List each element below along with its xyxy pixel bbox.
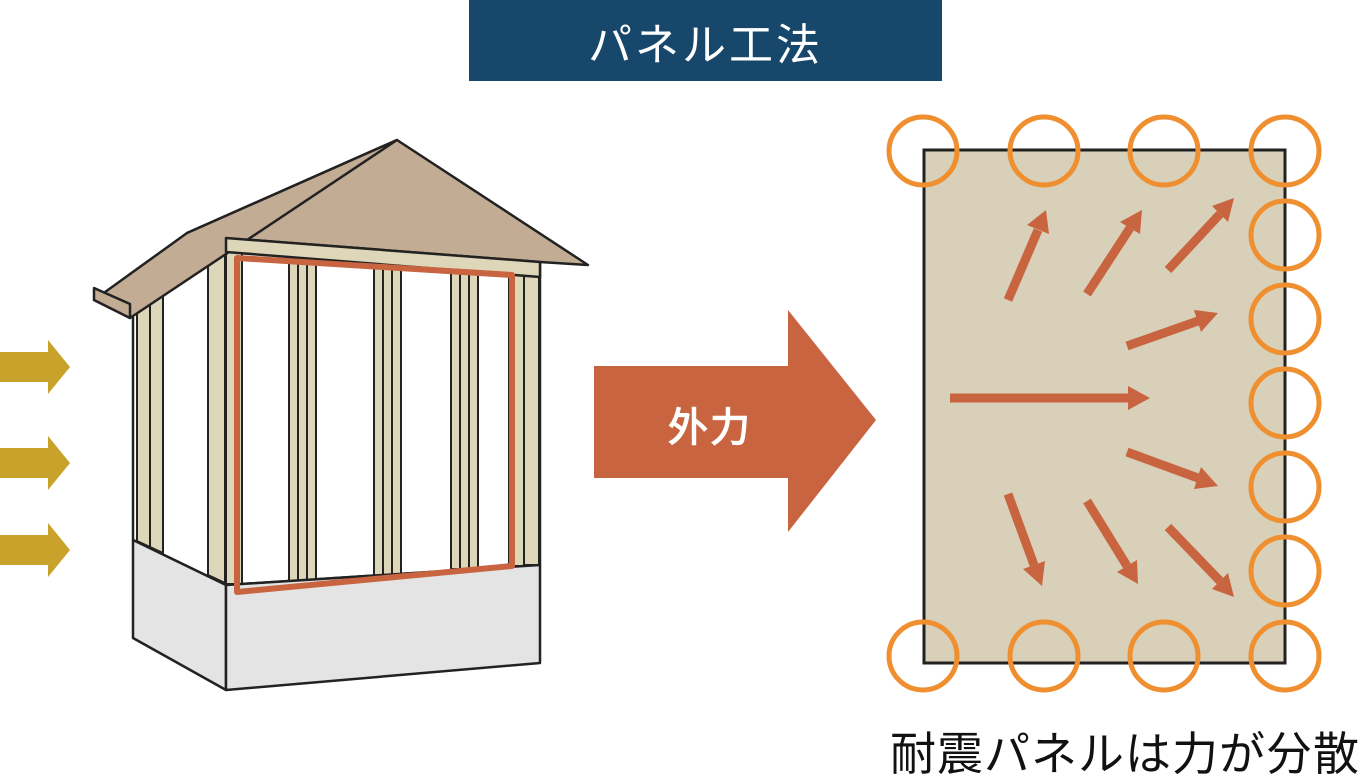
dispersion-arrow-center bbox=[950, 386, 1150, 410]
joint-circle bbox=[1007, 114, 1081, 188]
dispersion-arrow-up-3 bbox=[1164, 198, 1234, 274]
joint-circle bbox=[886, 114, 960, 188]
joint-circle bbox=[1248, 114, 1322, 188]
incoming-force-arrow-2 bbox=[0, 436, 70, 490]
joint-circle bbox=[1248, 198, 1322, 272]
title-banner: パネル工法 bbox=[469, 0, 942, 81]
dispersion-arrow-down-1 bbox=[1003, 492, 1045, 586]
incoming-force-arrows bbox=[0, 340, 70, 577]
joint-circle bbox=[1248, 366, 1322, 440]
roof-edge bbox=[92, 286, 132, 320]
house-frame-icon bbox=[92, 138, 590, 692]
joint-circle bbox=[1127, 619, 1201, 693]
external-force-arrow bbox=[594, 310, 876, 532]
dispersion-arrow-up-4 bbox=[1125, 310, 1218, 351]
joint-circle bbox=[1248, 534, 1322, 608]
joint-circle bbox=[1248, 450, 1322, 524]
dispersion-arrow-down-2 bbox=[1083, 498, 1138, 584]
dispersion-arrow-up-2 bbox=[1083, 210, 1142, 297]
foundation-front bbox=[224, 563, 542, 692]
joint-circle bbox=[1127, 114, 1201, 188]
joint-circle bbox=[1248, 619, 1322, 693]
incoming-force-arrow-3 bbox=[0, 523, 70, 577]
force-dispersion-arrows bbox=[950, 198, 1234, 597]
title-text: パネル工法 bbox=[588, 19, 823, 71]
panel-outline bbox=[234, 255, 515, 595]
external-force-label: 外力 bbox=[668, 405, 752, 451]
joint-circle bbox=[886, 619, 960, 693]
incoming-force-arrow-1 bbox=[0, 340, 70, 394]
caption: 耐震パネルは力が分散 bbox=[890, 727, 1360, 781]
dispersion-arrow-down-4 bbox=[1125, 447, 1218, 489]
joint-circles bbox=[886, 114, 1322, 693]
joint-circle bbox=[1248, 282, 1322, 356]
joint-circle bbox=[1007, 619, 1081, 693]
dispersion-arrow-down-3 bbox=[1164, 523, 1234, 597]
dispersion-arrow-up-1 bbox=[1003, 210, 1049, 302]
roof-eave bbox=[224, 236, 542, 279]
